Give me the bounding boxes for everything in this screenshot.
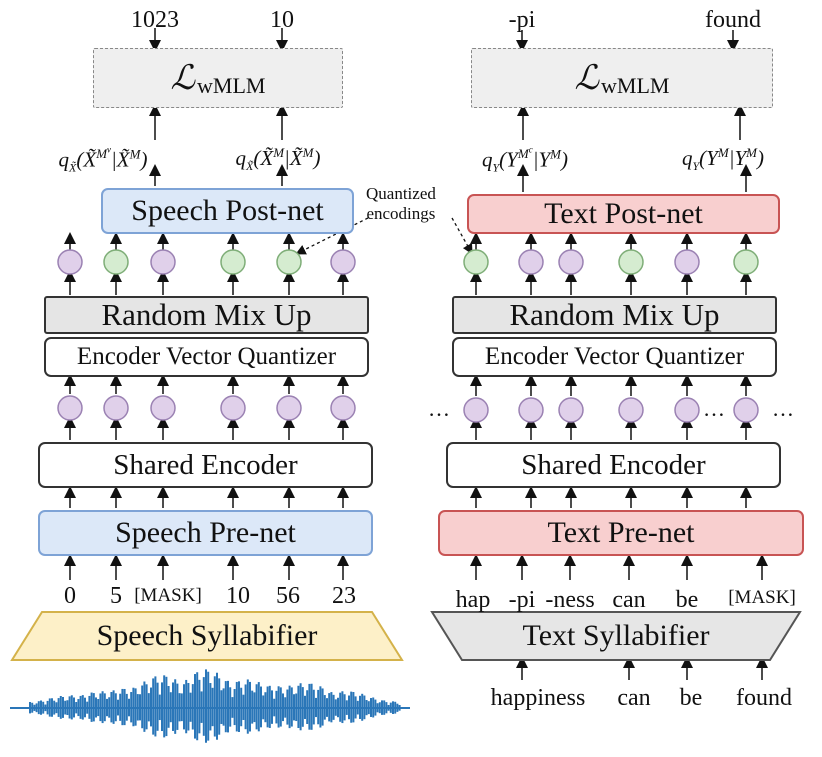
text-ellipsis-right: …	[772, 396, 794, 421]
text-ellipsis-left: …	[428, 396, 450, 421]
text-encoder-output-circle	[463, 397, 489, 423]
speech-prob-masked: qX̃(X̃M|X̃M)	[235, 145, 321, 174]
text-token-can: can	[612, 587, 646, 613]
speech-vector-quantizer: Encoder Vector Quantizer	[44, 337, 369, 377]
text-encoder-output-circle	[674, 397, 700, 423]
speech-loss-input-1023: 1023	[131, 7, 179, 33]
speech-mixed-circle	[103, 249, 129, 275]
text-shared-encoder: Shared Encoder	[446, 442, 781, 488]
text-prob-masked: qY(YM|YM)	[681, 145, 765, 174]
speech-mixed-circle	[276, 249, 302, 275]
speech-random-mixup: Random Mix Up	[44, 296, 369, 334]
text-prob-masked-c: qY(YMc|YM)	[481, 145, 569, 175]
text-word-found: found	[736, 685, 792, 711]
text-mixed-circle	[518, 249, 544, 275]
speech-token-3: 10	[226, 583, 250, 609]
text-mixed-circle	[733, 249, 759, 275]
text-random-mixup: Random Mix Up	[452, 296, 777, 334]
speech-waveform	[10, 669, 410, 743]
text-token-ness: -ness	[545, 587, 595, 613]
speech-encoder-output-circle	[150, 395, 176, 421]
text-token-mask: [MASK]	[728, 587, 796, 608]
speech-loss-symbol: ℒ	[170, 60, 196, 97]
text-loss-input-pi: -pi	[508, 7, 536, 33]
speech-syllabifier-shape	[10, 611, 404, 661]
text-mixed-circle	[618, 249, 644, 275]
speech-mixed-circle	[150, 249, 176, 275]
speech-token-mask: [MASK]	[134, 585, 202, 606]
speech-loss-subscript: wMLM	[197, 73, 266, 98]
speech-mixed-circle	[57, 249, 83, 275]
speech-mixed-circle	[330, 249, 356, 275]
speech-encoder-output-circle	[330, 395, 356, 421]
text-word-happiness: happiness	[490, 685, 586, 711]
text-mixed-circle	[674, 249, 700, 275]
text-loss-symbol: ℒ	[574, 60, 600, 97]
text-encoder-output-circle	[618, 397, 644, 423]
speech-mixed-circle	[220, 249, 246, 275]
text-postnet: Text Post-net	[467, 194, 780, 234]
text-token-pi: -pi	[508, 587, 536, 613]
text-mixed-circle	[558, 249, 584, 275]
text-prenet: Text Pre-net	[438, 510, 804, 556]
text-vector-quantizer: Encoder Vector Quantizer	[452, 337, 777, 377]
speech-encoder-output-circle	[57, 395, 83, 421]
speech-token-5: 23	[332, 583, 356, 609]
text-ellipsis-mid: …	[703, 396, 725, 421]
speech-token-4: 56	[276, 583, 300, 609]
speech-loss-input-10: 10	[270, 7, 294, 33]
speech-prob-masked-v: qX̃(X̃Mv|X̃M)	[58, 145, 148, 175]
text-word-be: be	[679, 685, 703, 711]
speech-prenet: Speech Pre-net	[38, 510, 373, 556]
speech-encoder-output-circle	[276, 395, 302, 421]
speech-encoder-output-circle	[103, 395, 129, 421]
text-token-be: be	[675, 587, 699, 613]
text-token-hap: hap	[455, 587, 491, 613]
speech-encoder-output-circle	[220, 395, 246, 421]
text-syllabifier-shape	[430, 611, 802, 661]
text-syllabifier-label: Text Syllabifier	[522, 619, 710, 652]
speech-token-1: 5	[110, 583, 122, 609]
speech-shared-encoder: Shared Encoder	[38, 442, 373, 488]
text-mixed-circle	[463, 249, 489, 275]
text-encoder-output-circle	[518, 397, 544, 423]
speech-postnet: Speech Post-net	[101, 188, 354, 234]
speech-syllabifier-label: Speech Syllabifier	[96, 619, 318, 652]
text-encoder-output-circle	[558, 397, 584, 423]
text-word-can: can	[617, 685, 651, 711]
text-loss-subscript: wMLM	[601, 73, 670, 98]
text-loss-input-found: found	[705, 7, 761, 33]
text-encoder-output-circle	[733, 397, 759, 423]
speech-token-0: 0	[64, 583, 76, 609]
